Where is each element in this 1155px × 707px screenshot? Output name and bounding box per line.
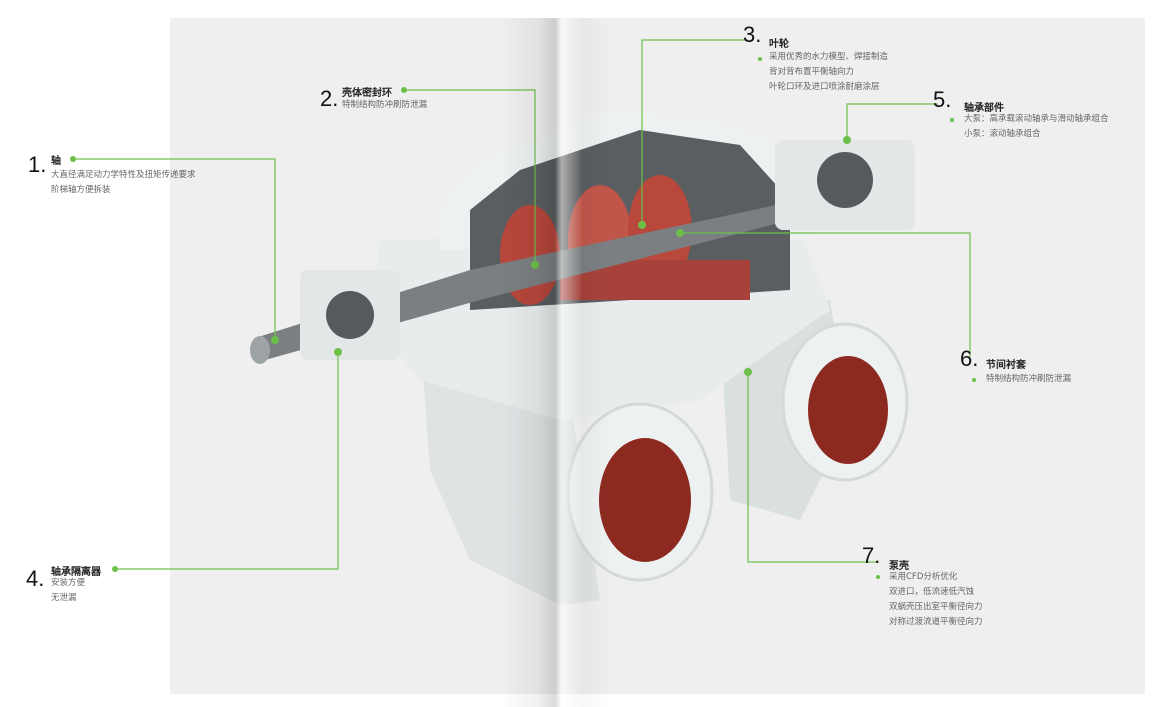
desc-line: 特制结构防冲刷防泄漏 xyxy=(986,374,1072,384)
callout-title: 轴承隔离器 xyxy=(51,567,101,578)
callout-desc: 大泵：高承载滚动轴承与滑动轴承组合 小泵：滚动轴承组合 xyxy=(964,112,1109,142)
callout-number: 5. xyxy=(933,87,952,112)
desc-line: 对称过渡流道平衡径向力 xyxy=(889,617,983,627)
callout-number: 7. xyxy=(862,543,881,568)
callout-number: 2. xyxy=(320,86,339,111)
callout-desc: 安装方便 无泄漏 xyxy=(51,576,85,606)
desc-line: 特制结构防冲刷防泄漏 xyxy=(342,100,428,110)
callout-desc: 大直径满足动力学特性及扭矩传递要求 阶梯轴方便拆装 xyxy=(51,168,196,198)
callout-title: 节间衬套 xyxy=(986,360,1026,371)
desc-line: 采用CFD分析优化 xyxy=(889,572,958,582)
callout-title: 叶轮 xyxy=(769,39,789,50)
callout-title: 泵壳 xyxy=(889,561,909,572)
desc-line: 双蜗壳压出室平衡径向力 xyxy=(889,602,983,612)
desc-line: 采用优秀的水力模型、焊接制造 xyxy=(769,52,889,62)
desc-line: 安装方便 xyxy=(51,578,86,588)
callout-title: 轴 xyxy=(51,156,61,167)
desc-line: 背对背布置平衡轴向力 xyxy=(769,67,855,77)
callout-number: 6. xyxy=(960,346,979,371)
desc-line: 叶轮口环及进口喷涂耐磨涂层 xyxy=(769,82,880,92)
desc-line: 阶梯轴方便拆装 xyxy=(51,185,111,195)
callout-title: 轴承部件 xyxy=(964,103,1004,114)
callout-number: 3. xyxy=(743,22,762,47)
book-spine-shadow xyxy=(500,18,610,707)
callout-desc: 采用CFD分析优化 双进口，低流速低汽蚀 双蜗壳压出室平衡径向力 对称过渡流道平… xyxy=(889,570,983,630)
callout-title: 壳体密封环 xyxy=(342,88,392,99)
desc-line: 无泄漏 xyxy=(51,593,77,603)
callout-desc: 特制结构防冲刷防泄漏 xyxy=(342,98,427,113)
desc-line: 小泵：滚动轴承组合 xyxy=(964,129,1041,139)
callout-desc: 特制结构防冲刷防泄漏 xyxy=(986,372,1071,387)
desc-line: 大直径满足动力学特性及扭矩传递要求 xyxy=(51,170,196,180)
callout-desc: 采用优秀的水力模型、焊接制造 背对背布置平衡轴向力 叶轮口环及进口喷涂耐磨涂层 xyxy=(769,50,888,95)
callout-number: 4. xyxy=(26,566,45,591)
desc-line: 大泵：高承载滚动轴承与滑动轴承组合 xyxy=(964,114,1109,124)
desc-line: 双进口，低流速低汽蚀 xyxy=(889,587,975,597)
callout-number: 1. xyxy=(28,152,47,177)
